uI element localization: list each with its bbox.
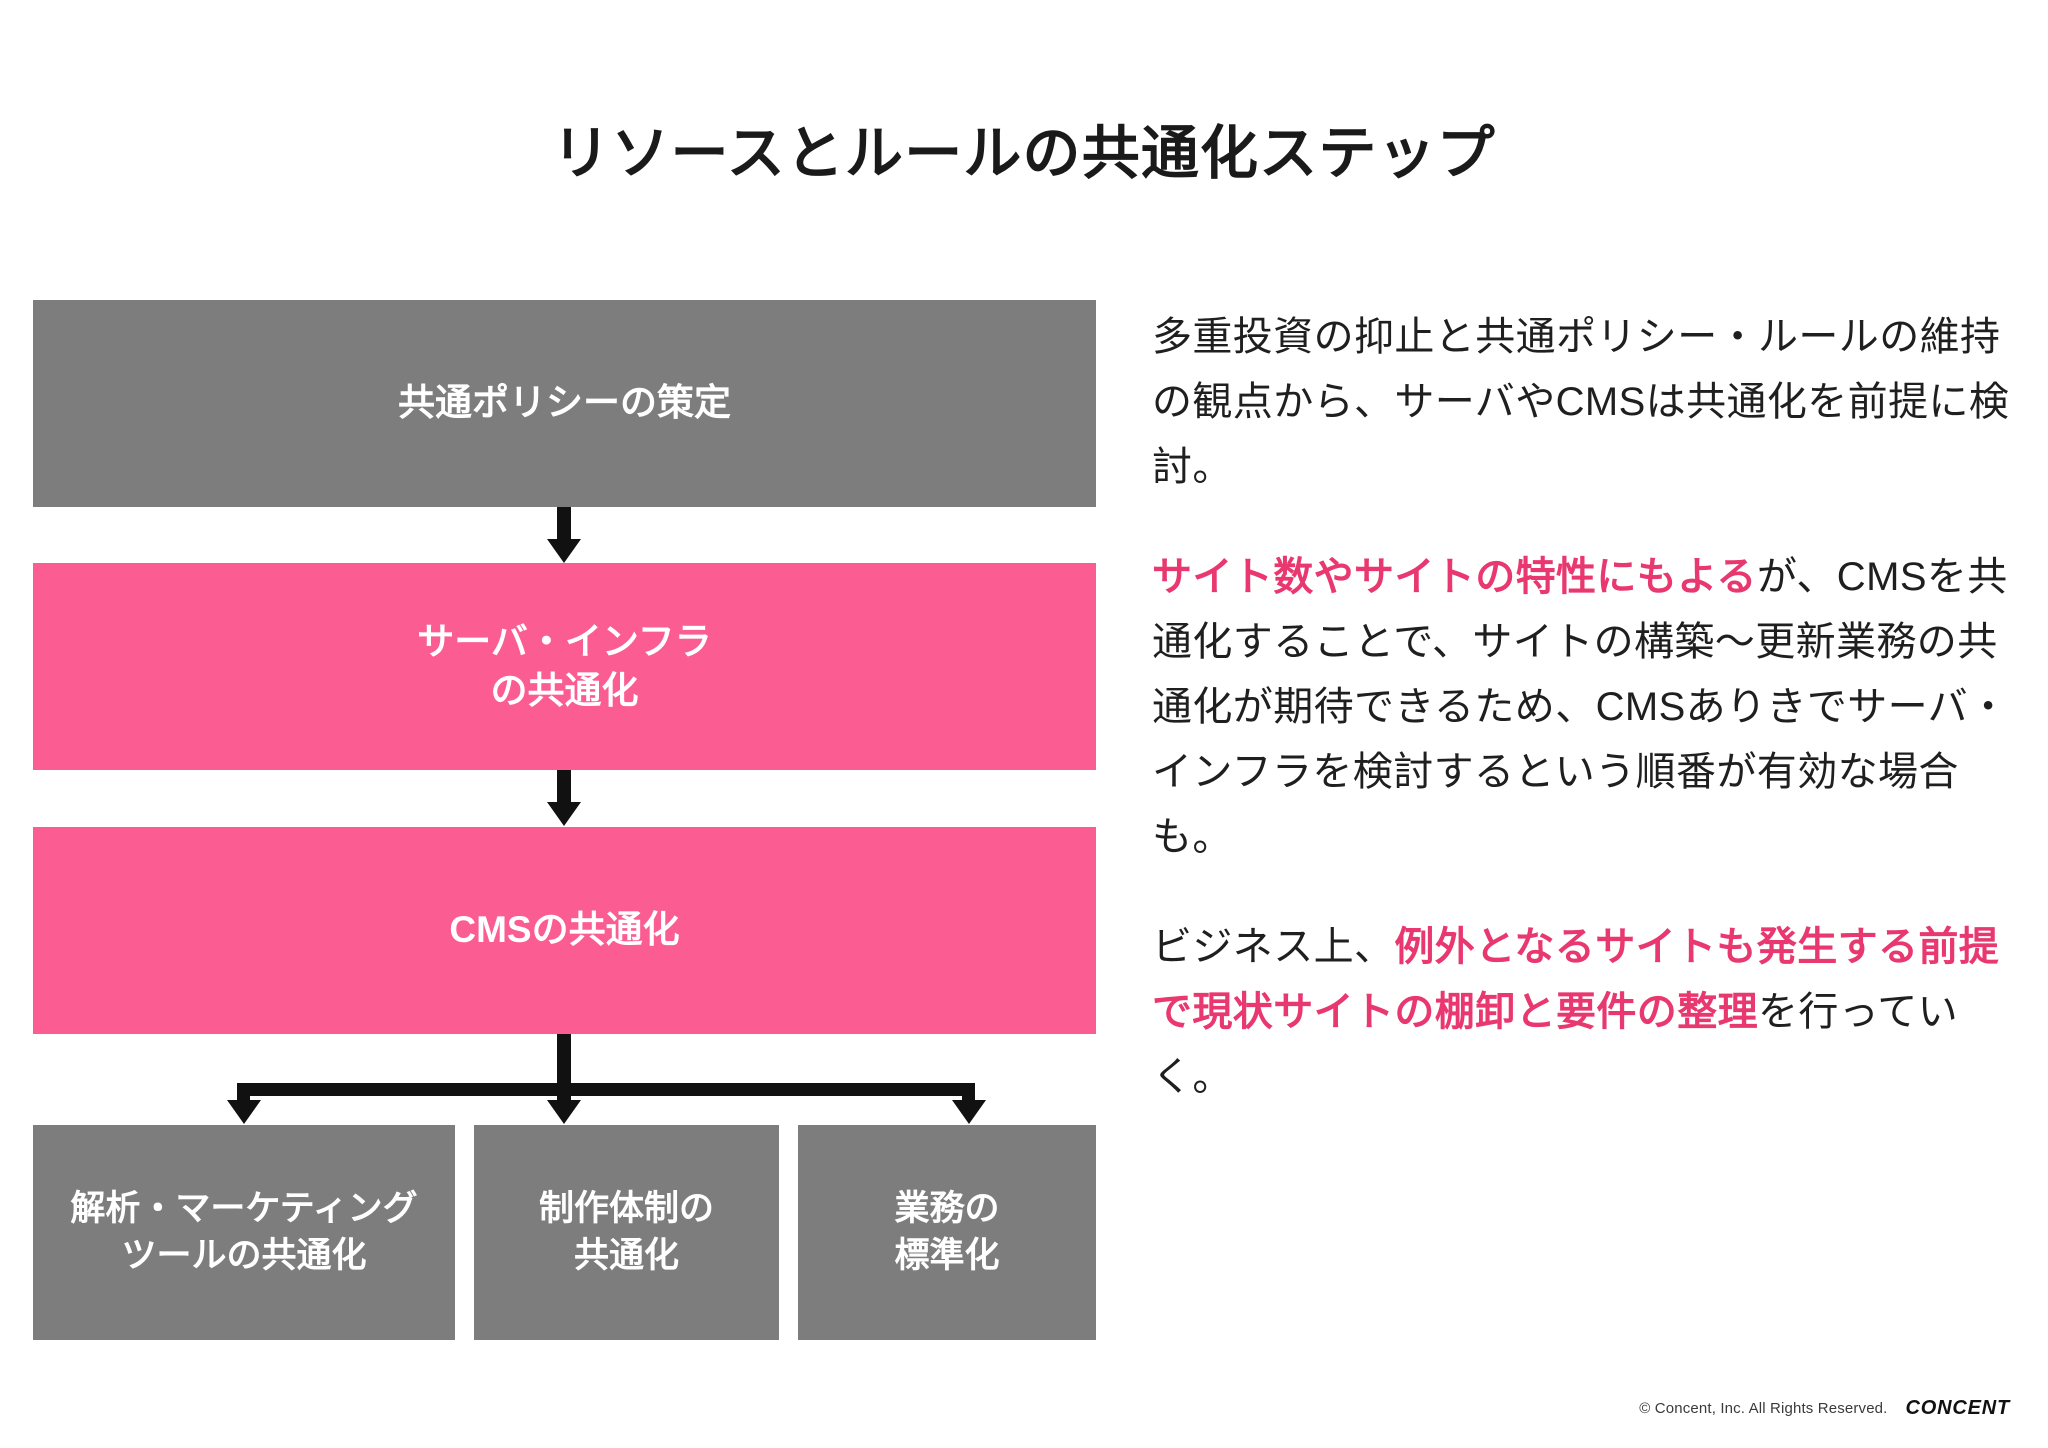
flow-box-production[interactable]: 制作体制の 共通化 (474, 1125, 779, 1340)
flow-box-analytics[interactable]: 解析・マーケティング ツールの共通化 (33, 1125, 455, 1340)
note-paragraph-1: 多重投資の抑止と共通ポリシー・ルールの維持の観点から、サーバやCMSは共通化を前… (1152, 305, 2032, 499)
page-title: リソースとルールの共通化ステップ (552, 121, 1496, 186)
flow-box-cms[interactable]: CMSの共通化 (33, 827, 1096, 1034)
note-segment-0: 多重投資の抑止と共通ポリシー・ルールの維持の観点から、サーバやCMSは共通化を前… (1152, 315, 2010, 489)
note-paragraph-3: ビジネス上、例外となるサイトも発生する前提で現状サイトの棚卸と要件の整理を行って… (1152, 915, 2032, 1109)
arrow-down-icon-branch-left (227, 1100, 261, 1124)
flow-box-ops-line2: 標準化 (894, 1235, 1000, 1275)
note-segment-1: 例外となるサイトも発生する前提で現状サイトの棚卸と要件の整理 (1152, 925, 2000, 1035)
flow-box-server-line1: サーバ・インフラ (417, 620, 712, 662)
arrow-down-icon-policy-to-server (547, 539, 581, 563)
flow-box-policy[interactable]: 共通ポリシーの策定 (33, 300, 1096, 507)
connector-cms-branch-bar (237, 1083, 975, 1096)
connector-cms-branch-stem (557, 1034, 571, 1096)
flow-box-analytics-line2: ツールの共通化 (121, 1235, 367, 1275)
flow-box-analytics-line1: 解析・マーケティング (70, 1189, 418, 1229)
flow-box-ops-text: 業務の 標準化 (894, 1186, 999, 1278)
flow-box-server-text: サーバ・インフラ の共通化 (417, 618, 712, 716)
note-segment-1: が、CMSを共通化することで、サイトの構築〜更新業務の共通化が期待できるため、C… (1152, 555, 2009, 859)
concent-logo: CONCENT (1905, 1397, 2010, 1419)
flow-box-server-line2: の共通化 (490, 669, 639, 711)
flow-box-policy-text: 共通ポリシーの策定 (398, 379, 731, 428)
flow-box-production-text: 制作体制の 共通化 (539, 1186, 714, 1278)
flow-box-cms-text: CMSの共通化 (449, 906, 679, 955)
arrow-down-icon-branch-right (952, 1100, 986, 1124)
note-segment-0: サイト数やサイトの特性にもよる (1152, 555, 1757, 600)
note-segment-2: を行っていく。 (1152, 990, 1958, 1099)
arrow-down-icon-server-to-cms (547, 802, 581, 826)
flow-diagram: 共通ポリシーの策定 サーバ・インフラ の共通化 CMSの共通化 解析・マーケティ… (33, 300, 1096, 1340)
note-segment-0: ビジネス上、 (1152, 925, 1395, 970)
note-paragraph-2: サイト数やサイトの特性にもよるが、CMSを共通化することで、サイトの構築〜更新業… (1152, 545, 2032, 869)
flow-box-policy-line1: 共通ポリシーの策定 (398, 382, 731, 424)
footer: © Concent, Inc. All Rights Reserved. CON… (1639, 1397, 2010, 1420)
connector-policy-to-server-stem (557, 507, 571, 541)
flow-box-cms-line1: CMSの共通化 (449, 909, 680, 951)
flow-box-analytics-text: 解析・マーケティング ツールの共通化 (70, 1186, 417, 1278)
notes-column: 多重投資の抑止と共通ポリシー・ルールの維持の観点から、サーバやCMSは共通化を前… (1152, 305, 2032, 1110)
copyright-text: © Concent, Inc. All Rights Reserved. (1639, 1400, 1888, 1417)
connector-server-to-cms-stem (557, 770, 571, 804)
flow-box-production-line1: 制作体制の (538, 1189, 714, 1229)
flow-box-ops[interactable]: 業務の 標準化 (798, 1125, 1096, 1340)
flow-box-server[interactable]: サーバ・インフラ の共通化 (33, 563, 1096, 770)
arrow-down-icon-branch-center (547, 1100, 581, 1124)
flow-box-ops-line1: 業務の (894, 1189, 1000, 1229)
flow-box-production-line2: 共通化 (573, 1235, 679, 1275)
